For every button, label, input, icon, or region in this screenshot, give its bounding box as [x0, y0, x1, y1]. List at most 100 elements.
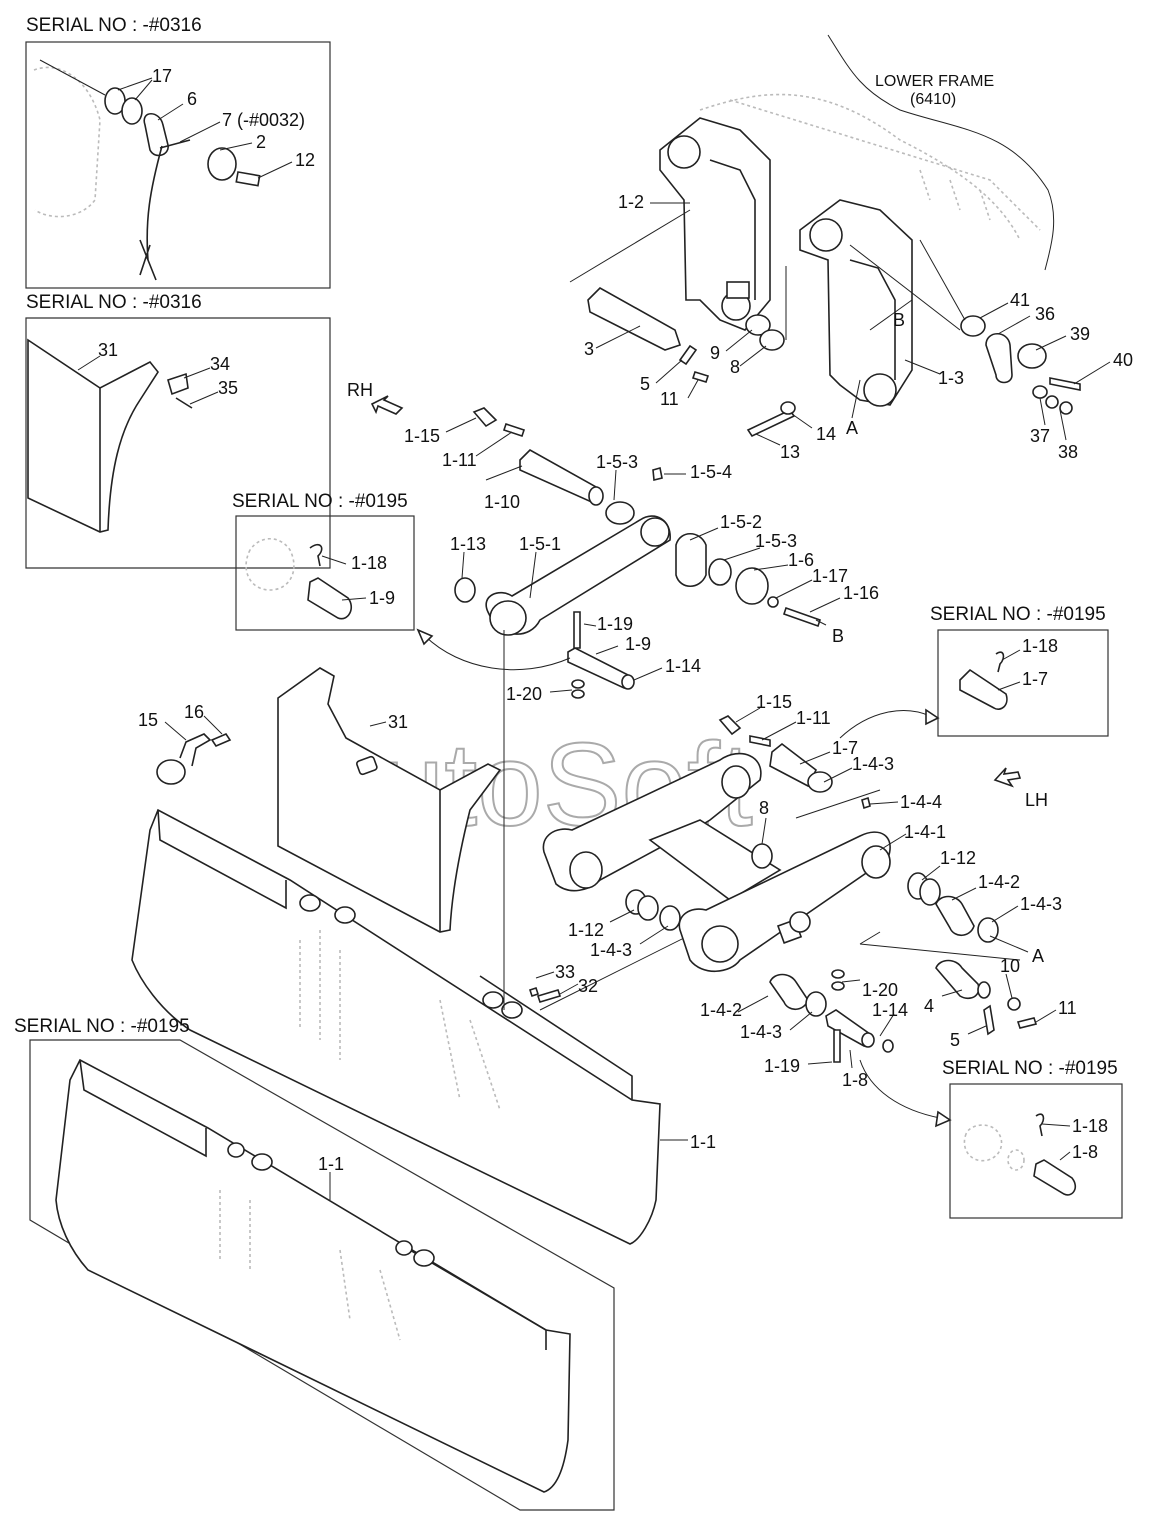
washer-41-plate-36-parts — [960, 315, 1081, 415]
inset-box-side-cover — [25, 317, 331, 569]
pin-3 — [587, 287, 682, 351]
callout-1-1-main: 1-1 — [690, 1132, 716, 1152]
blade-1-1-main — [131, 808, 661, 1245]
leader-31 — [369, 721, 387, 727]
callout-35: 35 — [218, 378, 238, 398]
inset-pin-1-7-parts — [959, 651, 1008, 710]
inset-pin-1-8-parts — [963, 1113, 1077, 1196]
lh-arrow-icon — [993, 767, 1022, 788]
callout-1-4-3-right: 1-4-3 — [1020, 894, 1062, 914]
bracket-1-2 — [659, 117, 771, 331]
callout-1-11-lh: 1-11 — [796, 708, 831, 728]
leader-1-18-right — [1001, 649, 1021, 661]
inset-box-pin-chain — [25, 41, 331, 289]
direction-lh: LH — [1025, 790, 1048, 810]
callout-arrow-1-8 — [859, 1059, 941, 1119]
callout-1-9-inset: 1-9 — [369, 588, 395, 608]
direction-rh: RH — [347, 380, 373, 400]
rh-arrow-icon — [370, 395, 404, 415]
callout-a-top: A — [846, 418, 858, 438]
inset-box-pin-1-7 — [937, 629, 1109, 737]
callout-1-6: 1-6 — [788, 550, 814, 570]
callout-1-18-right: 1-18 — [1022, 636, 1058, 656]
inset-serial-header-1: SERIAL NO : -#0316 — [26, 15, 202, 36]
callout-1-4-3-bottom: 1-4-3 — [740, 1022, 782, 1042]
leader-1-18-inset — [321, 555, 347, 565]
callout-31: 31 — [388, 712, 408, 732]
callout-1-8-lower: 1-8 — [1072, 1142, 1098, 1162]
callout-1-20-lh: 1-20 — [862, 980, 898, 1000]
callout-40: 40 — [1113, 350, 1133, 370]
callout-1-19-rh: 1-19 — [597, 614, 633, 634]
leader-1-7-right — [997, 681, 1021, 691]
callout-6: 6 — [187, 89, 197, 109]
inset-box-pin-1-8 — [949, 1083, 1123, 1219]
callout-1-4-2-left: 1-4-2 — [700, 1000, 742, 1020]
callout-12: 12 — [295, 150, 315, 170]
callout-13: 13 — [780, 442, 800, 462]
inset-serial-header-6: SERIAL NO : -#0195 — [14, 1016, 190, 1037]
inset-serial-header-4: SERIAL NO : -#0195 — [930, 604, 1106, 625]
callout-1-1-inset: 1-1 — [318, 1154, 344, 1174]
callout-38: 38 — [1058, 442, 1078, 462]
callout-1-12-right: 1-12 — [940, 848, 976, 868]
leader-16 — [203, 715, 223, 735]
callout-15: 15 — [138, 710, 158, 730]
callout-1-5-3-bottom: 1-5-3 — [755, 531, 797, 551]
leaders-top-left — [39, 59, 293, 179]
callout-3: 3 — [584, 339, 594, 359]
callout-33: 33 — [555, 962, 575, 982]
leaders-side-cover — [77, 355, 219, 405]
callout-5-top: 5 — [640, 374, 650, 394]
inset-pin-chain-parts — [33, 66, 261, 281]
leaders-rh-link — [445, 417, 841, 693]
bracket-1-3 — [799, 199, 913, 407]
callout-b-link: B — [832, 626, 844, 646]
plate-5-bolt-11-top — [678, 344, 710, 383]
callout-1-17: 1-17 — [812, 566, 848, 586]
callout-17: 17 — [152, 66, 172, 86]
callout-11-top: 11 — [660, 389, 679, 409]
callout-1-4-3-left: 1-4-3 — [590, 940, 632, 960]
callout-1-5-1: 1-5-1 — [519, 534, 561, 554]
callout-1-9-rh: 1-9 — [625, 634, 651, 654]
lower-frame-title: LOWER FRAME — [875, 73, 994, 90]
lower-frame-code: (6410) — [910, 91, 956, 108]
arrowhead-1-8 — [935, 1110, 952, 1128]
callout-34: 34 — [210, 354, 230, 374]
callout-36: 36 — [1035, 304, 1055, 324]
callout-1-12-left: 1-12 — [568, 920, 604, 940]
callout-7: 7 (-#0032) — [222, 110, 305, 130]
callout-arrow-1-9 — [424, 635, 571, 671]
callout-arrow-1-7 — [839, 710, 931, 739]
washers-8-9 — [745, 314, 785, 351]
callout-1-5-2: 1-5-2 — [720, 512, 762, 532]
callout-1-4-1: 1-4-1 — [904, 822, 946, 842]
lh-frame-small-parts — [625, 715, 1038, 1063]
callout-1-3: 1-3 — [938, 368, 964, 388]
callout-1-19-lh: 1-19 — [764, 1056, 800, 1076]
callout-2: 2 — [256, 132, 266, 152]
callout-14: 14 — [816, 424, 836, 444]
callout-1-10: 1-10 — [484, 492, 520, 512]
leader-1-9-inset — [341, 597, 367, 601]
leader-15 — [164, 721, 187, 741]
rh-link-parts — [454, 407, 822, 699]
inset-side-cover-parts — [27, 338, 193, 533]
callout-b-top: B — [893, 310, 905, 330]
arrowhead-1-7 — [925, 708, 940, 726]
callout-1-2: 1-2 — [618, 192, 644, 212]
inset-serial-header-3: SERIAL NO : -#0195 — [232, 491, 408, 512]
callout-1-8-lh: 1-8 — [842, 1070, 868, 1090]
callout-1-5-4: 1-5-4 — [690, 462, 732, 482]
alt-blade-1-1 — [55, 1058, 571, 1493]
callout-1-5-3-top: 1-5-3 — [596, 452, 638, 472]
callout-1-4-2-right: 1-4-2 — [978, 872, 1020, 892]
callout-1-15-rh: 1-15 — [404, 426, 440, 446]
callout-1-11-rh: 1-11 — [442, 450, 477, 470]
callout-a-lh: A — [1032, 946, 1044, 966]
callout-9-top: 9 — [710, 343, 720, 363]
callout-4: 4 — [924, 996, 934, 1016]
callout-39: 39 — [1070, 324, 1090, 344]
callout-16: 16 — [184, 702, 204, 722]
